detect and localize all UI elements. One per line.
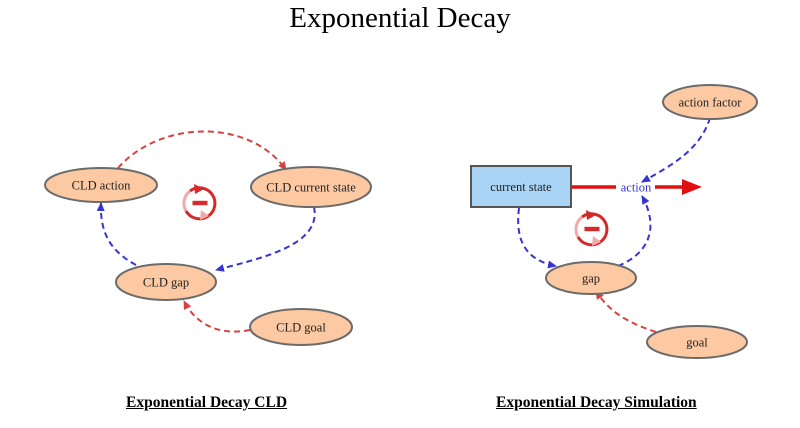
- link-goal-to-gap-sim: [595, 290, 657, 333]
- cld-caption: Exponential Decay CLD: [126, 394, 288, 411]
- action-factor-node[interactable]: action factor: [662, 84, 758, 120]
- cld-gap-label: CLD gap: [143, 276, 189, 290]
- cld-current-state-label: CLD current state: [266, 181, 356, 195]
- action-flow-label: action: [621, 181, 652, 195]
- action-flow[interactable]: action: [572, 179, 702, 195]
- balancing-loop-icon: [182, 184, 217, 221]
- cld-gap-node[interactable]: CLD gap: [115, 263, 217, 301]
- balancing-loop-icon: [574, 210, 609, 247]
- cld-goal-label: CLD goal: [276, 321, 326, 335]
- simulation-caption: Exponential Decay Simulation: [496, 394, 697, 411]
- cld-action-label: CLD action: [72, 179, 131, 193]
- goal-node[interactable]: goal: [646, 325, 748, 359]
- cld-goal-node[interactable]: CLD goal: [249, 308, 353, 346]
- link-action-factor-to-action: [641, 117, 711, 183]
- gap-label: gap: [582, 272, 600, 286]
- gap-node[interactable]: gap: [545, 261, 637, 295]
- current-state-stock[interactable]: current state: [470, 165, 572, 208]
- link-gap-to-action: [96, 202, 137, 266]
- goal-label: goal: [686, 336, 708, 350]
- link-current-state-to-gap: [215, 206, 316, 272]
- link-gap-to-action-sim: [617, 195, 652, 267]
- diagram-title: Exponential Decay: [289, 2, 511, 34]
- action-factor-label: action factor: [679, 96, 743, 110]
- link-current-state-to-gap-sim: [517, 207, 557, 269]
- link-action-to-current-state: [117, 130, 287, 171]
- current-state-stock-label: current state: [490, 180, 552, 194]
- link-goal-to-gap: [183, 300, 251, 333]
- cld-action-node[interactable]: CLD action: [44, 167, 158, 203]
- cld-current-state-node[interactable]: CLD current state: [250, 166, 372, 208]
